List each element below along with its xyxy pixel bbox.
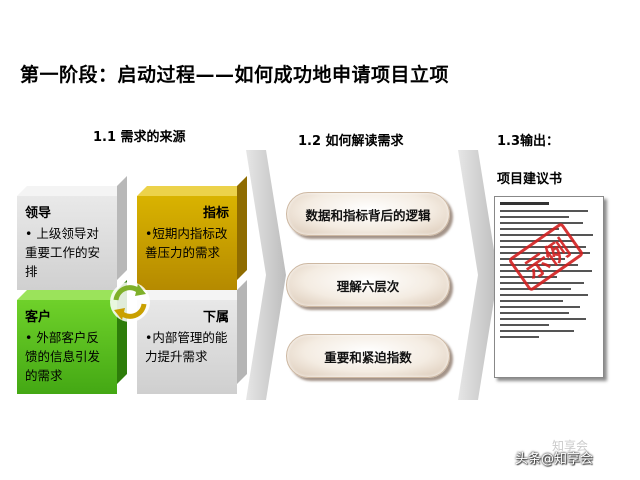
quadrant-customer: 客户 • 外部客户反馈的信息引发的需求 bbox=[17, 280, 127, 394]
quadrant-text: • 外部客户反馈的信息引发的需求 bbox=[25, 330, 101, 383]
quadrant-text: •内部管理的能力提升需求 bbox=[145, 330, 228, 364]
section-heading-needs-source: 1.1 需求的来源 bbox=[93, 130, 186, 145]
pill-logic-behind-data: 数据和指标背后的逻辑 bbox=[286, 192, 450, 236]
cycle-arrows-icon bbox=[110, 282, 150, 322]
quadrant-title: 客户 bbox=[25, 310, 52, 325]
quadrant-text: • 上级领导对重要工作的安排 bbox=[25, 226, 101, 279]
pill-urgency-index: 重要和紧迫指数 bbox=[286, 334, 450, 378]
quadrant-leader: 领导 • 上级领导对重要工作的安排 bbox=[17, 176, 127, 290]
proposal-document-thumbnail: 示例 bbox=[494, 196, 604, 378]
section-heading-interpret: 1.2 如何解读需求 bbox=[298, 134, 404, 149]
quadrant-title: 领导 bbox=[25, 206, 52, 221]
quadrant-subordinate: 下属 •内部管理的能力提升需求 bbox=[137, 280, 247, 394]
section-heading-output: 1.3输出： bbox=[497, 134, 560, 149]
quadrant-text: •短期内指标改善压力的需求 bbox=[145, 226, 228, 260]
watermark-faint: 知享会 bbox=[552, 439, 589, 453]
quadrant-title: 下属 bbox=[202, 310, 229, 325]
output-name: 项目建议书 bbox=[497, 172, 563, 187]
quadrant-title: 指标 bbox=[202, 206, 229, 221]
pill-six-levels: 理解六层次 bbox=[286, 263, 450, 307]
page-title: 第一阶段：启动过程——如何成功地申请项目立项 bbox=[20, 64, 450, 86]
watermark: 头条@知享会 bbox=[515, 452, 594, 467]
quadrant-indicator: 指标 •短期内指标改善压力的需求 bbox=[137, 176, 247, 290]
chevron-right-icon bbox=[458, 150, 498, 400]
chevron-right-icon bbox=[246, 150, 286, 400]
